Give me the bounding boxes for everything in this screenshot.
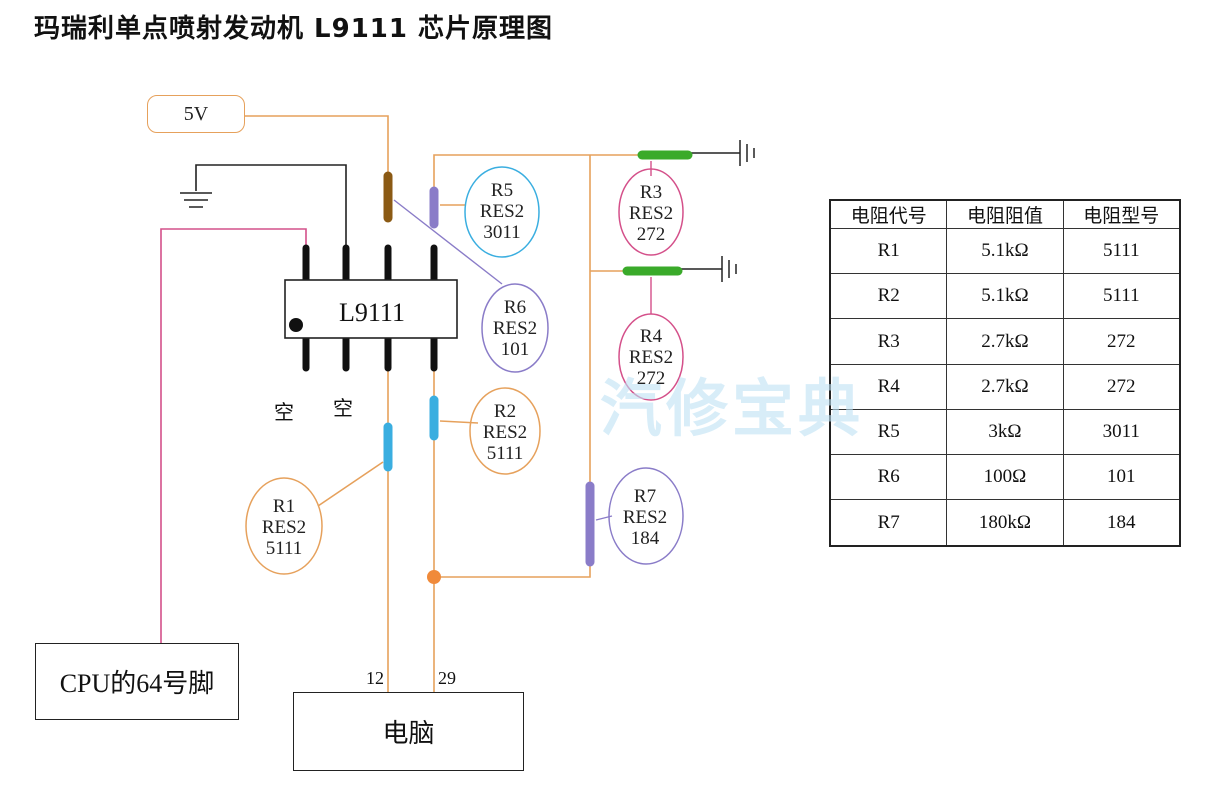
table-cell: R3 [829,318,948,365]
table-cell: R2 [829,273,948,320]
table-cell: 184 [1062,499,1181,547]
r1-code: 5111 [265,538,303,559]
table-cell: 5111 [1062,227,1181,275]
table-cell: 2.7kΩ [946,363,1064,410]
ground-icon [180,192,212,208]
r1-callout [245,477,323,575]
table-cell: 3kΩ [946,408,1064,456]
table-cell: R7 [829,499,948,547]
r2-label: R2 RES2 5111 [470,401,540,464]
table-row: R1 5.1kΩ 5111 [829,227,1181,275]
ground-icon-r4 [721,256,737,282]
r7-name: R7 [633,486,657,507]
junction-node [427,570,441,584]
table-row: R6 100Ω 101 [829,454,1181,501]
ground-icon-r3 [739,140,755,166]
page-title: 玛瑞利单点喷射发动机 L9111 芯片原理图 [34,14,554,44]
r2-name: R2 [493,401,517,422]
r3-name: R3 [639,182,663,203]
r4-callout [618,313,684,401]
table-row: R4 2.7kΩ 272 [829,363,1181,410]
table-cell: R4 [829,363,948,410]
leaders-purple [393,199,613,521]
ecu-box: 电脑 [293,692,524,771]
table-cell: 272 [1062,318,1181,365]
r2-callout [469,387,541,475]
r1-label: R1 RES2 5111 [249,496,319,559]
table-row: R7 180kΩ 184 [829,499,1181,547]
table-header-model: 电阻型号 [1062,199,1181,229]
table-header-code: 电阻代号 [829,199,948,229]
r2-code: 5111 [486,443,524,464]
r5-callout [464,166,540,258]
table-cell: 3011 [1062,408,1181,456]
wire-5v [245,115,389,174]
r6-code: 101 [500,339,530,360]
r4-label: R4 RES2 272 [616,326,686,389]
r7-type: RES2 [622,507,668,528]
table-row: R5 3kΩ 3011 [829,408,1181,456]
pin-nc-right-label: 空 [333,396,353,420]
table-header-row: 电阻代号 电阻阻值 电阻型号 [829,199,1181,229]
table-cell: 101 [1062,454,1181,501]
pin-nc-left-label: 空 [274,400,294,424]
watermark: 汽修宝典 [600,372,865,445]
r7-callout [608,467,684,565]
r4-name: R4 [639,326,663,347]
resistor-table: 电阻代号 电阻阻值 电阻型号 R1 5.1kΩ 5111 R2 5.1kΩ 51… [829,199,1181,547]
r3-type: RES2 [628,203,674,224]
wire-top-bus [433,154,640,187]
r5-label: R5 RES2 3011 [467,180,537,243]
ground-wires [195,152,740,270]
supply-5v-box: 5V [147,95,245,133]
r5-code: 3011 [483,222,521,243]
r3-callout [618,168,684,256]
r6-callout [481,283,549,373]
r6-type: RES2 [492,318,538,339]
pin-12-label: 12 [366,668,384,688]
table-row: R2 5.1kΩ 5111 [829,273,1181,320]
table-header-value: 电阻阻值 [946,199,1064,229]
r7-code: 184 [630,528,660,549]
r6-label: R6 RES2 101 [480,297,550,360]
table-cell: R6 [829,454,948,501]
r5-name: R5 [490,180,514,201]
table-cell: 5.1kΩ [946,227,1064,275]
table-cell: R5 [829,408,948,456]
r7-label: R7 RES2 184 [610,486,680,549]
wire-r2-leader [439,420,479,424]
cpu-pin-box: CPU的64号脚 [35,643,239,720]
r6-name: R6 [503,297,527,318]
table-cell: R1 [829,227,948,275]
r1-name: R1 [272,496,296,517]
r4-type: RES2 [628,347,674,368]
table-cell: 5.1kΩ [946,273,1064,320]
wire-r7-bottom [434,562,591,578]
chip-pins [302,244,438,372]
wires [245,115,640,692]
r2-type: RES2 [482,422,528,443]
chip-body [284,279,458,339]
table-cell: 272 [1062,363,1181,410]
resistor-callouts [245,166,684,575]
table-cell: 100Ω [946,454,1064,501]
wire-r1-leader [317,461,384,507]
table-cell: 180kΩ [946,499,1064,547]
table-row: R3 2.7kΩ 272 [829,318,1181,365]
r1-type: RES2 [261,517,307,538]
resistor-bodies [383,150,693,567]
pin-29-label: 29 [438,668,456,688]
r3-code: 272 [636,224,666,245]
table-cell: 2.7kΩ [946,318,1064,365]
r5-type: RES2 [479,201,525,222]
wire-cpu [160,228,307,643]
chip-label: L9111 [339,298,405,327]
r3-label: R3 RES2 272 [616,182,686,245]
pin1-marker [289,318,303,332]
table-cell: 5111 [1062,273,1181,320]
r4-code: 272 [636,368,666,389]
